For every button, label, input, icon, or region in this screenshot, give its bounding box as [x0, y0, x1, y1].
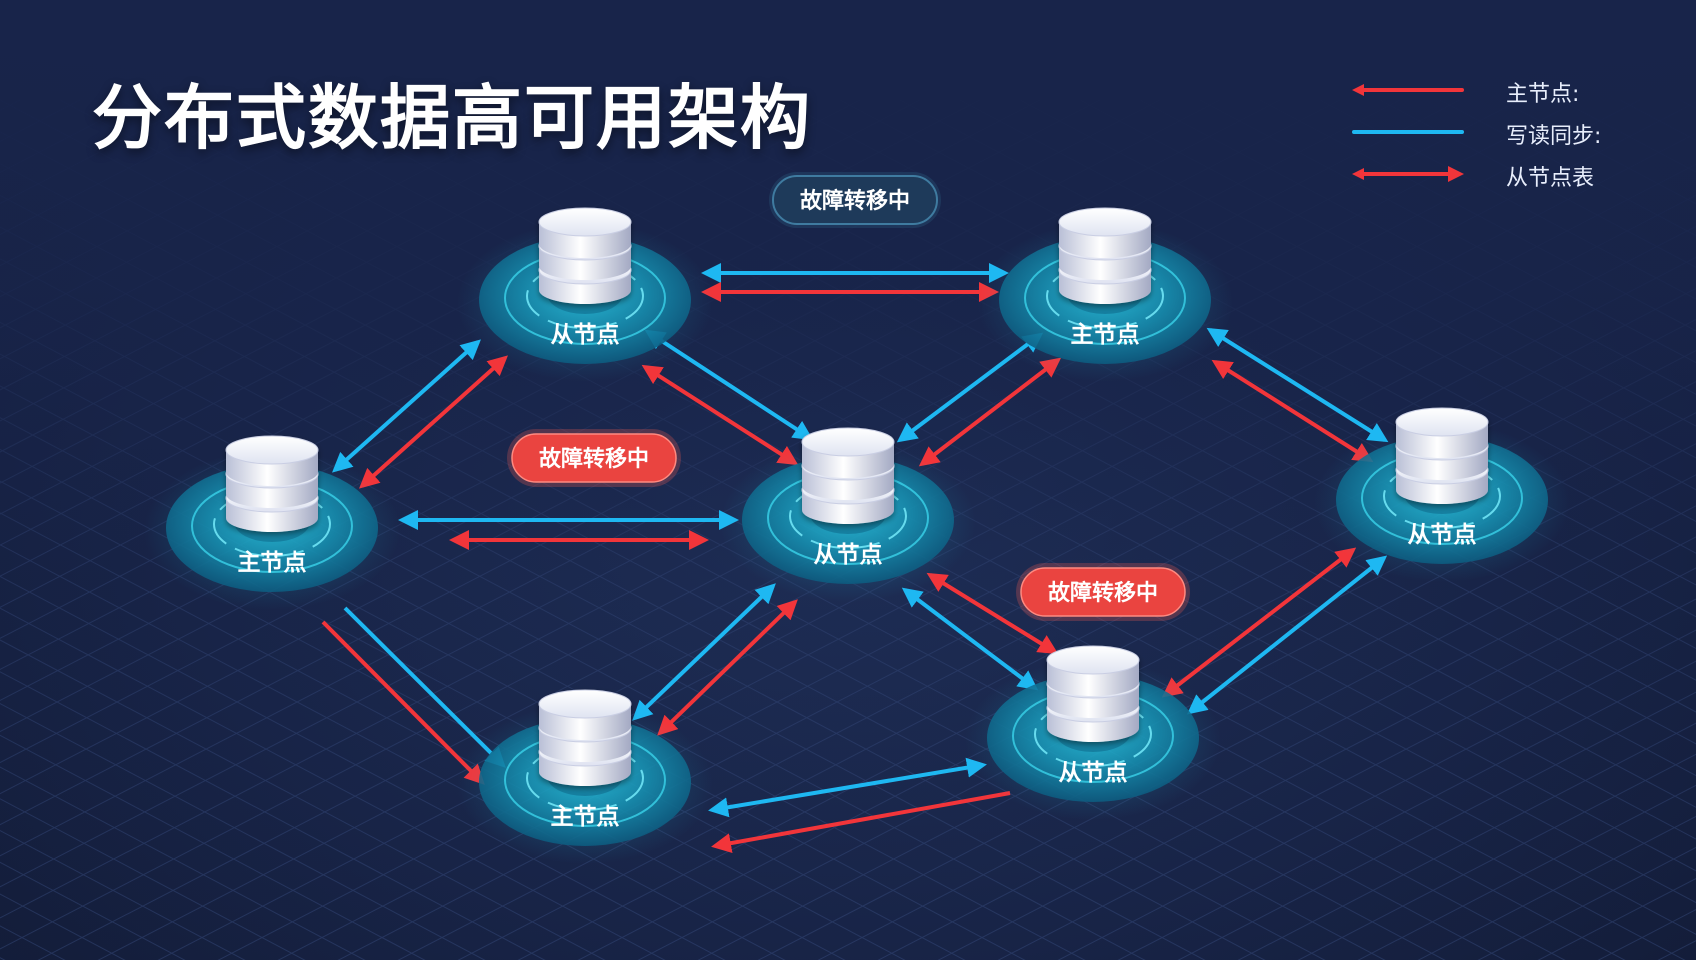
blue-sync-link: [708, 757, 987, 818]
node-label: 从节点: [551, 322, 620, 348]
blue-sync-link: [1186, 555, 1388, 715]
node-label: 主节点: [1071, 322, 1140, 348]
node-label: 主节点: [238, 550, 307, 576]
database-node: 主节点: [144, 435, 400, 610]
database-icon: [538, 689, 632, 786]
legend-label-slave: 从节点表: [1506, 166, 1595, 191]
database-node: 主节点: [457, 689, 713, 864]
database-icon: [801, 427, 895, 524]
red-link: [657, 599, 798, 736]
legend-item-master: 主节点:: [1350, 72, 1650, 114]
blue-sync-link: [632, 583, 776, 721]
red-link: [1161, 547, 1357, 698]
node-label: 从节点: [814, 542, 883, 568]
failover-badge: 故障转移中: [769, 172, 941, 228]
legend-label-master: 主节点:: [1506, 82, 1580, 107]
failover-badge-label: 故障转移中: [539, 446, 649, 472]
red-link: [926, 572, 1059, 655]
database-icon: [1395, 407, 1489, 504]
database-icon: [1058, 207, 1152, 304]
database-node: 从节点: [720, 427, 976, 602]
blue-line-icon: [1352, 130, 1464, 134]
red-link: [711, 791, 1011, 854]
legend-label-sync: 写读同步:: [1506, 124, 1602, 149]
blue-sync-link: [343, 606, 506, 768]
node-label: 主节点: [551, 804, 620, 830]
failover-badge: 故障转移中: [1016, 563, 1190, 621]
red-link: [359, 355, 508, 489]
failover-badge: 故障转移中: [507, 429, 681, 487]
page-title: 分布式数据高可用架构: [92, 77, 812, 159]
red-arrow-line-icon: [1352, 84, 1464, 96]
blue-sync-link: [1206, 327, 1389, 443]
database-icon: [225, 435, 319, 532]
legend-item-slave: 从节点表: [1350, 156, 1650, 198]
links-layer: [321, 263, 1389, 854]
database-node: 从节点: [965, 645, 1221, 820]
red-double-arrow-icon: [1352, 166, 1464, 182]
database-node: 从节点: [1314, 407, 1570, 582]
database-node: 主节点: [977, 207, 1233, 382]
database-node: 从节点: [457, 207, 713, 382]
red-link: [918, 357, 1062, 467]
node-label: 从节点: [1408, 522, 1477, 548]
red-link: [321, 620, 485, 785]
blue-sync-link: [332, 339, 481, 473]
red-link: [1211, 359, 1374, 463]
node-label: 从节点: [1059, 760, 1128, 786]
red-link: [641, 364, 799, 466]
failover-badge-label: 故障转移中: [800, 188, 910, 214]
failover-badge-label: 故障转移中: [1048, 580, 1158, 606]
blue-sync-link: [901, 587, 1039, 691]
database-icon: [1046, 645, 1140, 742]
database-icon: [538, 207, 632, 304]
legend-item-sync: 写读同步:: [1350, 114, 1650, 156]
legend: 主节点: 写读同步: 从节点表: [1350, 72, 1650, 198]
